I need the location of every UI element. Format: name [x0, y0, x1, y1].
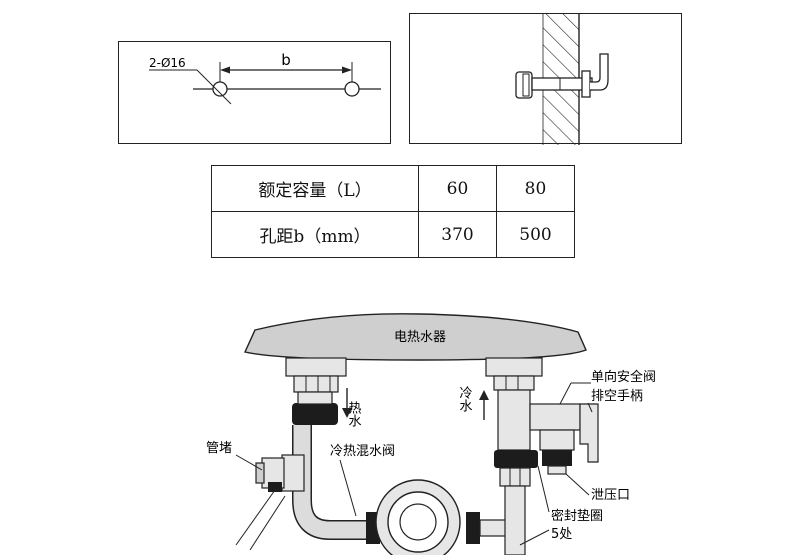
hot-water-outlet — [285, 357, 347, 425]
cold-water-inlet — [485, 357, 543, 555]
table-cell: 额定容量（L） — [211, 165, 419, 212]
safety-valve-label: 单向安全阀 — [591, 369, 656, 385]
table-row: 孔距b（mm） 370 500 — [211, 211, 575, 258]
mixing-valve-label: 冷热混水阀 — [330, 444, 395, 459]
relief-outlet-label: 泄压口 — [591, 488, 630, 503]
spacing-label: b — [281, 51, 291, 69]
mounting-hole-drawing: b 2-Ø16 — [149, 51, 381, 105]
seal-count-label: 5处 — [551, 527, 572, 542]
table-cell: 60 — [418, 165, 497, 212]
cold-water-pipe — [504, 485, 526, 555]
cold-flow-arrow — [479, 390, 489, 400]
table-cell: 500 — [496, 211, 575, 258]
drain-handle — [579, 403, 599, 463]
cold-water-label: 冷水 — [457, 386, 473, 412]
hot-water-label: 热水 — [346, 401, 362, 427]
heater-label: 电热水器 — [394, 330, 446, 345]
hole-leader-line — [196, 69, 232, 105]
safety-valve — [529, 403, 599, 475]
table-cell: 370 — [418, 211, 497, 258]
wall-hook-drawing — [515, 14, 609, 145]
seal-label: 密封垫圈 — [551, 508, 603, 524]
drain-handle-label: 排空手柄 — [591, 389, 643, 404]
wall-hook — [515, 53, 609, 99]
relief-outlet — [547, 465, 567, 475]
capacity-spacing-table: 额定容量（L） 60 80 孔距b（mm） 370 500 — [211, 165, 575, 258]
cold-seal-ring — [494, 450, 538, 468]
mixing-valve — [366, 479, 480, 555]
hot-seal-ring — [292, 403, 338, 425]
pipe-plug-label: 管堵 — [206, 441, 232, 456]
table-row: 额定容量（L） 60 80 — [211, 165, 575, 212]
hole-callout-label: 2-Ø16 — [149, 56, 186, 70]
mounting-hole-panel: b 2-Ø16 — [118, 41, 391, 144]
pipe-plug-fitting — [255, 454, 305, 492]
table-cell: 80 — [496, 165, 575, 212]
hot-flow-arrow — [342, 408, 352, 418]
wall-hook-panel — [409, 13, 682, 145]
